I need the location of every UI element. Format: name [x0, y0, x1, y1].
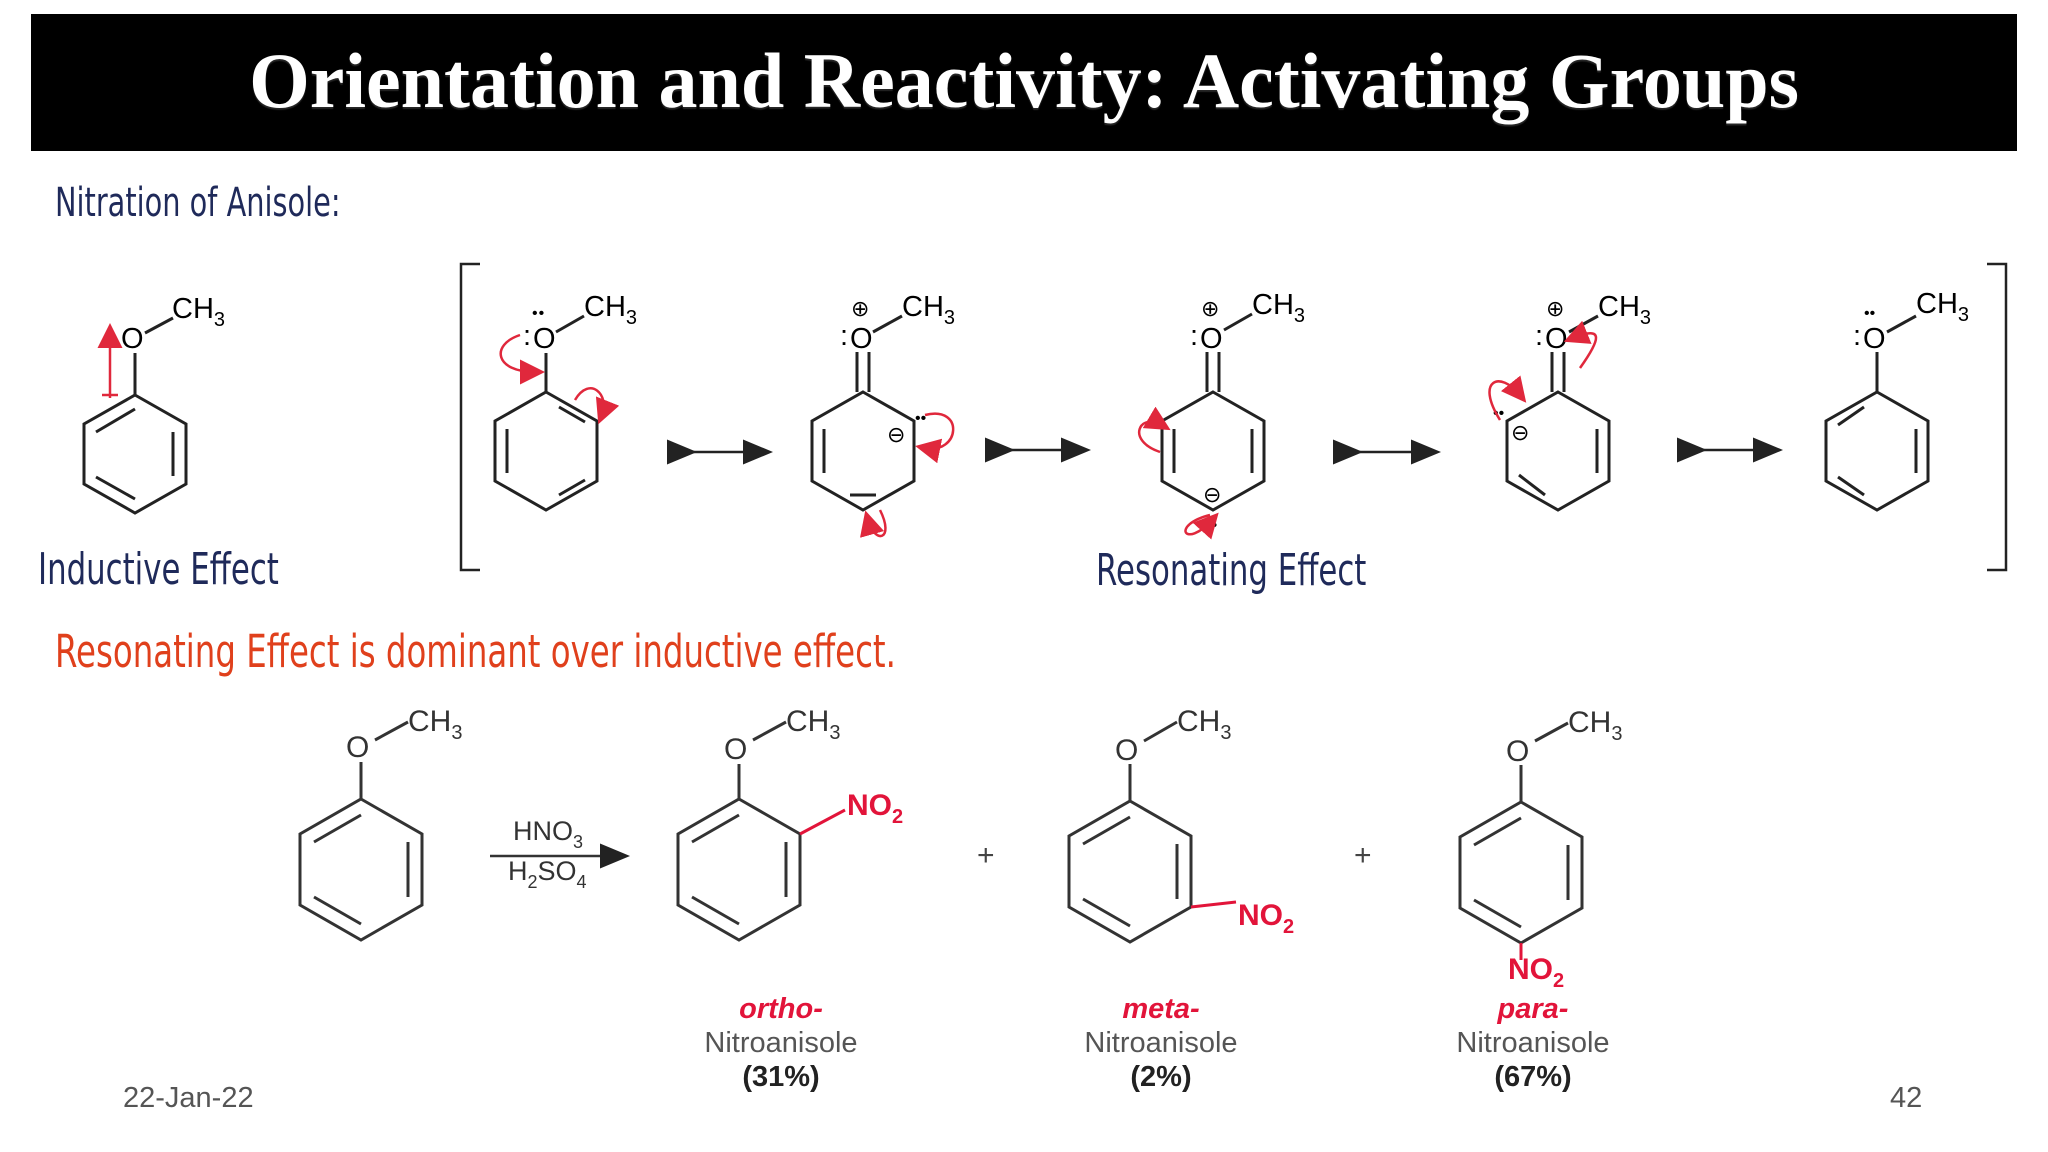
plus-sign: +: [977, 839, 995, 872]
isomer-name: meta-: [1122, 993, 1200, 1025]
yield-percent: (2%): [1130, 1061, 1192, 1093]
plus-sign: +: [1354, 839, 1372, 872]
curved-arrow: [573, 387, 620, 425]
svg-text:⊕: ⊕: [1546, 296, 1564, 321]
page-number: 42: [1890, 1082, 1923, 1114]
footer-date: 22-Jan-22: [123, 1082, 254, 1114]
svg-text:NO2: NO2: [847, 789, 903, 828]
curved-arrow: [860, 509, 887, 538]
svg-text:CH3: CH3: [584, 291, 637, 329]
compound-name: Nitroanisole: [1456, 1027, 1610, 1059]
svg-text:••: ••: [1493, 405, 1504, 422]
inductive-anisole: [82, 316, 188, 515]
svg-text:••: ••: [1864, 305, 1875, 322]
curved-arrow: [1138, 406, 1171, 454]
atom-o: O: [121, 323, 144, 355]
colon: :: [523, 320, 531, 352]
svg-text:O: O: [1545, 323, 1568, 355]
svg-text:⊖: ⊖: [1511, 420, 1529, 445]
svg-text:CH3: CH3: [1252, 289, 1305, 327]
svg-text:CH3: CH3: [1177, 705, 1231, 744]
curved-arrow: [499, 333, 545, 385]
svg-text:O: O: [1863, 323, 1886, 355]
section-heading: Nitration of Anisole:: [55, 180, 341, 226]
yield-percent: (67%): [1494, 1061, 1572, 1093]
dominance-note: Resonating Effect is dominant over induc…: [55, 625, 896, 678]
svg-text:O: O: [724, 733, 747, 766]
svg-text::: :: [1190, 320, 1198, 352]
svg-text:CH3: CH3: [408, 705, 462, 744]
left-bracket: [459, 262, 480, 572]
svg-text:O: O: [346, 731, 369, 764]
reactant-anisole: [298, 720, 424, 942]
inductive-arrow: [97, 323, 123, 398]
svg-text:CH3: CH3: [786, 705, 840, 744]
svg-text:O: O: [1506, 735, 1529, 768]
curved-arrow: [915, 412, 955, 464]
resonance-structure-2: [810, 314, 916, 512]
svg-text:NO2: NO2: [1508, 953, 1564, 992]
title-bar: Orientation and Reactivity: Activating G…: [31, 14, 2017, 151]
svg-text::: :: [1853, 320, 1861, 352]
svg-text:CH3: CH3: [1916, 288, 1969, 326]
reagent-h2so4: H2SO4: [508, 856, 587, 892]
svg-text:O: O: [850, 323, 873, 355]
svg-text:CH3: CH3: [1598, 291, 1651, 329]
curved-arrow: [1184, 512, 1219, 540]
para-label: para- Nitroanisole (67%): [1413, 992, 1653, 1094]
svg-text:O: O: [1200, 323, 1223, 355]
resonating-effect-label: Resonating Effect: [1096, 545, 1367, 596]
svg-text::: :: [1535, 320, 1543, 352]
compound-name: Nitroanisole: [1084, 1027, 1238, 1059]
svg-text:⊖: ⊖: [1203, 482, 1221, 507]
atom-o: O: [533, 323, 556, 355]
svg-text:••: ••: [915, 410, 926, 427]
ortho-label: ortho- Nitroanisole (31%): [661, 992, 901, 1094]
yield-percent: (31%): [742, 1061, 820, 1093]
svg-text:CH3: CH3: [1568, 706, 1622, 745]
svg-text::: :: [840, 320, 848, 352]
svg-text:CH3: CH3: [902, 291, 955, 329]
right-bracket: [1987, 262, 2008, 572]
isomer-name: ortho-: [739, 993, 823, 1025]
reagent-hno3: HNO3: [513, 816, 583, 852]
meta-label: meta- Nitroanisole (2%): [1041, 992, 1281, 1094]
slide-title: Orientation and Reactivity: Activating G…: [249, 37, 1799, 124]
svg-text:NO2: NO2: [1238, 899, 1294, 938]
svg-text:O: O: [1115, 734, 1138, 767]
curved-arrow: [1563, 320, 1598, 369]
lone-pair: ••: [532, 305, 545, 322]
svg-text:⊕: ⊕: [1201, 296, 1219, 321]
inductive-effect-label: Inductive Effect: [38, 544, 279, 595]
compound-name: Nitroanisole: [704, 1027, 858, 1059]
negative-charge: ⊖: [887, 422, 905, 447]
ch3-label: CH3: [172, 293, 225, 331]
resonance-structure-5: [1824, 314, 1930, 512]
positive-charge: ⊕: [851, 296, 869, 321]
curved-arrow: [1488, 375, 1527, 421]
meta-product: [1067, 720, 1193, 944]
isomer-name: para-: [1497, 993, 1569, 1025]
